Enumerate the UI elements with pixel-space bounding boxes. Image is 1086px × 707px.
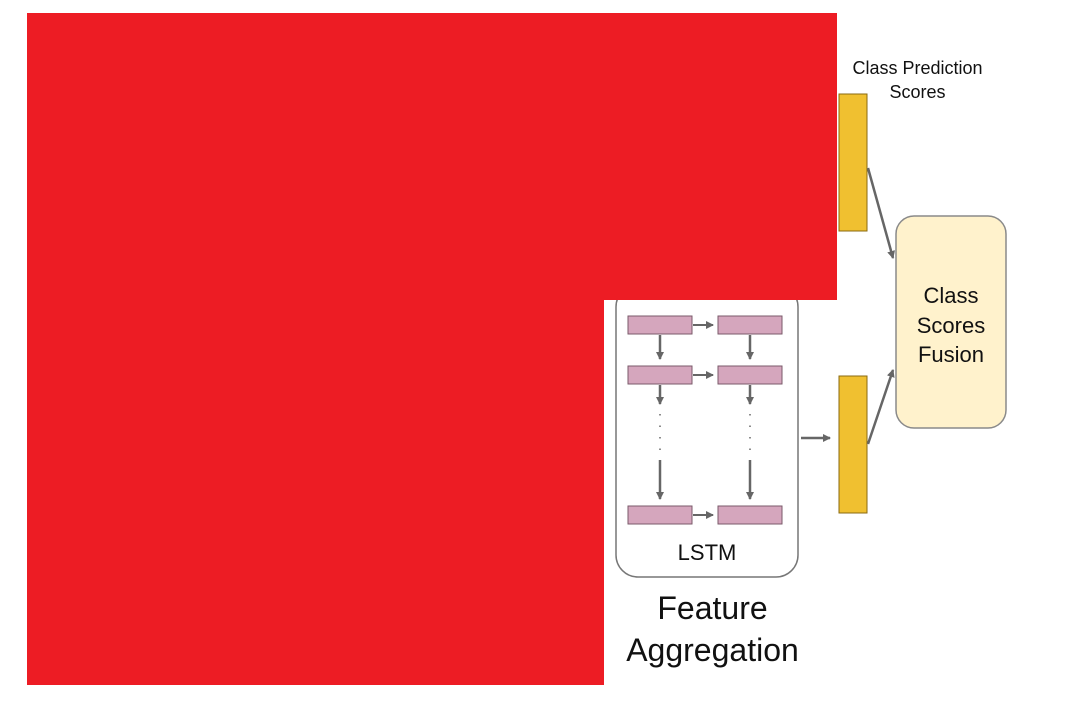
lstm-cell (717, 365, 783, 385)
class-scores-fusion-box (895, 215, 1007, 429)
score-bar-top (838, 93, 868, 232)
score-to-fusion-arrow (866, 369, 895, 445)
lstm-cell (627, 315, 693, 335)
redaction-block-bottom (27, 299, 604, 685)
feature-aggregation-label-line2: Aggregation (626, 632, 799, 668)
lstm-cell (717, 505, 783, 525)
lstm-cell (627, 365, 693, 385)
lstm-cell (627, 505, 693, 525)
fusion-label-line3: Fusion (917, 342, 985, 367)
lstm-cell (717, 315, 783, 335)
class-prediction-label-line2: Scores (889, 82, 946, 102)
feature-aggregation-label-line1: Feature (657, 590, 768, 626)
fusion-label-line1: Class (923, 283, 979, 308)
lstm-label: LSTM (677, 540, 737, 565)
fusion-label-line2: Scores (916, 313, 986, 338)
score-bar-bottom (838, 375, 868, 514)
class-prediction-label: Class Prediction (852, 58, 983, 78)
redaction-block-top (27, 13, 837, 300)
score-to-fusion-arrow (866, 167, 895, 259)
